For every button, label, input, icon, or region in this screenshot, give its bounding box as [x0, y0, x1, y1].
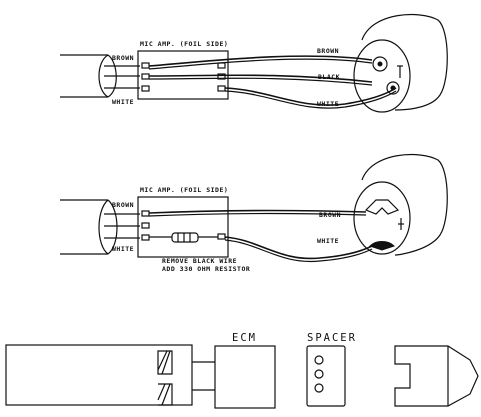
diagram-1: BROWN WHITE MIC AMP. (FOIL SIDE) [60, 14, 448, 113]
pad [141, 73, 150, 80]
board-label-2: MIC AMP. (FOIL SIDE) [140, 186, 228, 194]
mic-capsule-2 [353, 154, 448, 256]
note-line-2: ADD 330 OHM RESISTOR [162, 265, 250, 273]
cable-2-wires [104, 213, 140, 239]
pad [141, 85, 150, 92]
left-white-label-2: WHITE [112, 245, 134, 253]
left-brown-label-2: BROWN [112, 201, 134, 209]
end-cap [394, 345, 479, 407]
pad [141, 210, 150, 217]
pad [217, 73, 226, 80]
ecm-tube [5, 344, 215, 406]
pad [141, 62, 150, 69]
right-black-label-1: BLACK [318, 73, 340, 81]
wires-2 [148, 209, 373, 263]
ecm-label: ECM [232, 332, 257, 344]
board-label-1: MIC AMP. (FOIL SIDE) [140, 40, 228, 48]
right-white-label-2: WHITE [317, 237, 339, 245]
mic-amp-board-2 [137, 196, 229, 258]
cable-2 [60, 199, 118, 255]
right-brown-label-2: BROWN [319, 211, 341, 219]
spacer [306, 345, 346, 407]
left-brown-label-1: BROWN [112, 54, 134, 62]
left-white-label-1: WHITE [112, 98, 134, 106]
pad [217, 62, 226, 69]
mic-capsule-1 [353, 14, 448, 113]
resistor-330-ohm [149, 232, 226, 243]
diagram-2: BROWN WHITE MIC AMP. (FOIL SIDE) REMOVE … [60, 154, 448, 273]
pad [141, 234, 150, 241]
note-line-1: REMOVE BLACK WIRE [162, 257, 237, 265]
spacer-label: SPACER [307, 332, 357, 344]
wires-1 [148, 55, 397, 109]
assembly-section: ECM SPACER [5, 332, 479, 409]
right-brown-label-1: BROWN [317, 47, 339, 55]
pad [141, 222, 150, 229]
ecm-capsule [214, 345, 276, 409]
pad [217, 85, 226, 92]
right-white-label-1: WHITE [317, 100, 339, 108]
cable-1-wires [104, 65, 140, 89]
